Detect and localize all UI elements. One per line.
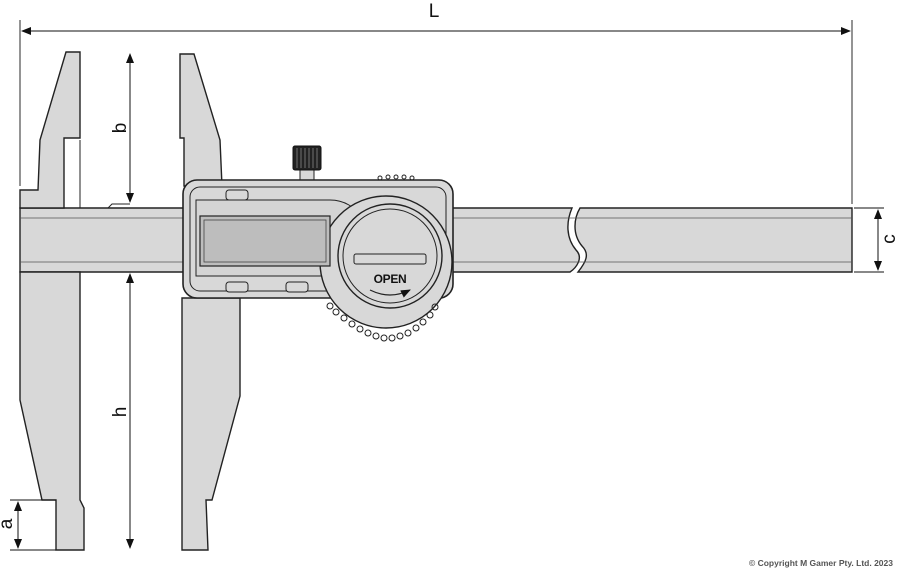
lcd-inner	[203, 219, 327, 263]
fixed-jaw-inner-lower	[79, 271, 130, 372]
unit-button[interactable]	[285, 281, 309, 293]
clamp-screw	[292, 145, 322, 181]
lcd-display	[199, 215, 331, 267]
fixed-jaw-inner	[79, 140, 130, 209]
fixed-jaw-outer-lower	[19, 271, 85, 551]
extension-lines	[10, 20, 884, 551]
dimension-label-length: L	[429, 1, 440, 22]
copyright-notice: © Copyright M Gamer Pty. Ltd. 2023	[748, 558, 893, 568]
dimension-label-jaw-tip: a	[0, 518, 17, 529]
mode-button[interactable]	[225, 189, 249, 201]
sliding-jaw-lower	[181, 297, 241, 551]
dimension-label-jaw-length: h	[110, 407, 131, 418]
fixed-jaw	[19, 51, 81, 209]
dimension-label-jaw-depth: b	[110, 123, 131, 134]
zero-button[interactable]	[225, 281, 249, 293]
battery-cover-label: OPEN	[374, 272, 407, 286]
battery-cover[interactable]: OPEN	[337, 203, 443, 309]
dimension-label-beam-thickness: c	[879, 234, 899, 244]
sliding-jaw-upper	[179, 53, 223, 187]
